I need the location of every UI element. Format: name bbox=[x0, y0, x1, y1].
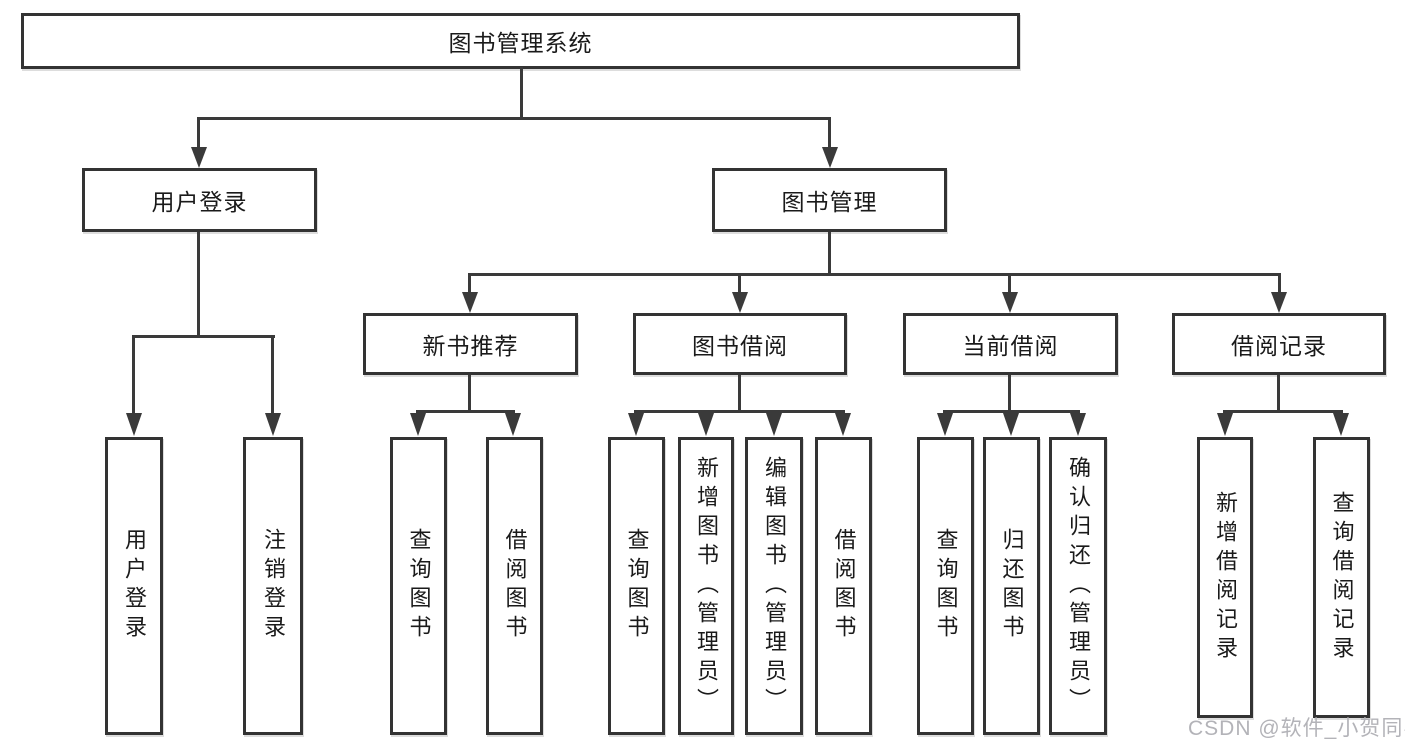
leaf-label: 确认归还（管理员） bbox=[1066, 455, 1091, 717]
arrowhead-down-icon bbox=[766, 413, 782, 436]
arrowhead-down-icon bbox=[505, 413, 521, 436]
leaf-label: 归还图书 bbox=[999, 528, 1025, 644]
connector-stem-new-book bbox=[468, 273, 471, 296]
arrowhead-down-icon bbox=[410, 413, 426, 436]
leaf-label: 新增图书（管理员） bbox=[694, 455, 719, 717]
node-leaf-return-books: 归还图书 bbox=[983, 437, 1040, 735]
node-leaf-user-login: 用户登录 bbox=[105, 437, 163, 735]
connector-book-borrow-down bbox=[738, 375, 741, 413]
node-leaf-query-books-borrow: 查询图书 bbox=[608, 437, 665, 735]
connector-branch-current-borrow bbox=[943, 410, 1080, 413]
leaf-label: 用户登录 bbox=[122, 528, 147, 644]
arrowhead-down-icon bbox=[1002, 292, 1018, 313]
node-borrow-record-label: 借阅记录 bbox=[1231, 333, 1327, 359]
leaf-label: 查询图书 bbox=[933, 528, 959, 644]
connector-branch-level2 bbox=[197, 117, 831, 120]
node-borrow-record: 借阅记录 bbox=[1172, 313, 1386, 375]
arrowhead-down-icon bbox=[265, 413, 281, 436]
node-leaf-logout: 注销登录 bbox=[243, 437, 303, 735]
node-current-borrow: 当前借阅 bbox=[903, 313, 1118, 375]
arrowhead-down-icon bbox=[191, 147, 207, 168]
node-leaf-query-borrow-record: 查询借阅记录 bbox=[1313, 437, 1370, 718]
connector-branch-borrow-record bbox=[1223, 410, 1343, 413]
leaf-label: 查询图书 bbox=[406, 528, 432, 644]
node-new-book-rec: 新书推荐 bbox=[363, 313, 578, 375]
connector-stem-user-login bbox=[197, 117, 200, 150]
node-leaf-query-books-rec: 查询图书 bbox=[390, 437, 447, 735]
connector-stem-leaf bbox=[132, 335, 135, 417]
node-leaf-borrow-books-rec: 借阅图书 bbox=[486, 437, 543, 735]
connector-root-stem bbox=[520, 67, 523, 120]
leaf-label: 查询借阅记录 bbox=[1329, 490, 1355, 665]
connector-branch-book-borrow bbox=[634, 410, 845, 413]
arrowhead-down-icon bbox=[126, 413, 142, 436]
node-book-mgmt: 图书管理 bbox=[712, 168, 947, 232]
csdn-watermark: CSDN @软件_小贺同学 bbox=[1188, 717, 1405, 740]
connector-branch-new-book bbox=[416, 410, 515, 413]
connector-user-login-down bbox=[197, 232, 200, 338]
connector-borrow-record-down bbox=[1277, 375, 1280, 413]
node-user-login-label: 用户登录 bbox=[151, 189, 248, 215]
connector-stem-current-borrow bbox=[1008, 273, 1011, 296]
arrowhead-down-icon bbox=[822, 147, 838, 168]
node-new-book-rec-label: 新书推荐 bbox=[422, 333, 519, 359]
connector-branch-user-login bbox=[132, 335, 275, 338]
arrowhead-down-icon bbox=[628, 413, 644, 436]
node-book-mgmt-label: 图书管理 bbox=[781, 189, 878, 215]
node-leaf-add-borrow-record: 新增借阅记录 bbox=[1197, 437, 1253, 718]
node-book-borrow-label: 图书借阅 bbox=[692, 333, 788, 359]
connector-new-book-down bbox=[468, 375, 471, 413]
connector-current-borrow-down bbox=[1008, 375, 1011, 413]
node-leaf-add-books-admin: 新增图书（管理员） bbox=[678, 437, 734, 735]
node-leaf-query-books-current: 查询图书 bbox=[917, 437, 974, 735]
node-root-label: 图书管理系统 bbox=[448, 30, 593, 56]
connector-branch-level3 bbox=[468, 273, 1281, 276]
node-leaf-confirm-return-admin: 确认归还（管理员） bbox=[1049, 437, 1107, 735]
leaf-label: 借阅图书 bbox=[831, 528, 857, 644]
arrowhead-down-icon bbox=[1271, 292, 1287, 313]
arrowhead-down-icon bbox=[1217, 413, 1233, 436]
connector-book-mgmt-down bbox=[828, 232, 831, 276]
connector-stem-leaf bbox=[271, 335, 274, 417]
node-book-borrow: 图书借阅 bbox=[633, 313, 847, 375]
arrowhead-down-icon bbox=[1070, 413, 1086, 436]
connector-stem-borrow-record bbox=[1278, 273, 1281, 296]
arrowhead-down-icon bbox=[937, 413, 953, 436]
leaf-label: 新增借阅记录 bbox=[1213, 490, 1238, 665]
arrowhead-down-icon bbox=[1333, 413, 1349, 436]
arrowhead-down-icon bbox=[1003, 413, 1019, 436]
node-user-login: 用户登录 bbox=[82, 168, 317, 232]
arrowhead-down-icon bbox=[462, 292, 478, 313]
node-leaf-borrow-books-borrow: 借阅图书 bbox=[815, 437, 872, 735]
connector-stem-book-mgmt bbox=[828, 117, 831, 150]
arrowhead-down-icon bbox=[698, 413, 714, 436]
node-root: 图书管理系统 bbox=[21, 13, 1020, 69]
leaf-label: 注销登录 bbox=[261, 528, 286, 644]
leaf-label: 借阅图书 bbox=[502, 528, 528, 644]
leaf-label: 查询图书 bbox=[624, 528, 650, 644]
leaf-label: 编辑图书（管理员） bbox=[762, 455, 787, 717]
node-current-borrow-label: 当前借阅 bbox=[962, 333, 1059, 359]
node-leaf-edit-books-admin: 编辑图书（管理员） bbox=[745, 437, 803, 735]
arrowhead-down-icon bbox=[732, 292, 748, 313]
connector-stem-book-borrow bbox=[738, 273, 741, 296]
arrowhead-down-icon bbox=[835, 413, 851, 436]
